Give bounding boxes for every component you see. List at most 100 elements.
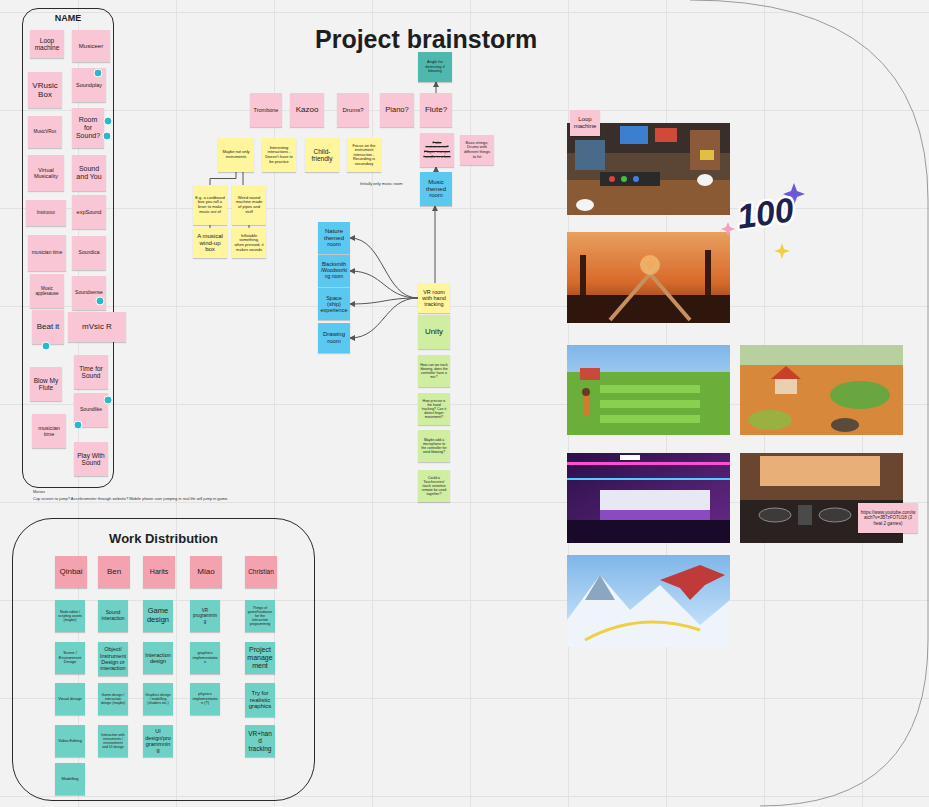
- note-text: Scene / Environment Design: [57, 651, 83, 665]
- frame-panel: Work DistributionQinbai Ben Harits Miao Chri…: [12, 518, 315, 801]
- note-text: Modelling: [61, 777, 78, 782]
- note-text: Play With Sound: [76, 452, 106, 467]
- sticky-note: Soundlike: [74, 393, 108, 427]
- note-text: Room for Sound?: [74, 116, 102, 140]
- note-text: Piano?: [385, 106, 408, 115]
- panel-heading: Work Distribution: [13, 519, 314, 546]
- sticky-note: Musiceer: [72, 30, 110, 62]
- note-text: UI design/pro grammning: [145, 728, 171, 753]
- sticky-note: Maybe not only instruments: [218, 138, 254, 172]
- note-text: Musiceer: [79, 43, 103, 50]
- sticky-note: Qinbai: [55, 556, 87, 588]
- arrow-connector: [350, 298, 418, 338]
- sticky-note: Miao: [190, 556, 222, 588]
- note-text: Interaction with instruments / environme…: [100, 733, 126, 749]
- sticky-note: musician time: [32, 414, 66, 448]
- note-text: Music applesause: [32, 286, 62, 296]
- note-text: Qinbai: [59, 567, 82, 576]
- tree-line: [243, 172, 244, 185]
- sticky-note: Visual design: [55, 683, 85, 715]
- vote-dot: [103, 132, 111, 140]
- note-text: Drums?: [342, 107, 363, 114]
- sticky-note: Christian: [245, 556, 277, 588]
- sticky-note: Trombone: [250, 93, 282, 127]
- note-text: A musical wind-up box: [195, 233, 225, 254]
- note-text: Loop machine: [32, 37, 62, 52]
- note-text: Loop machine: [572, 116, 598, 130]
- sticky-note: Maybe add a microphone to the controller…: [418, 430, 450, 462]
- note-text: Music themed room: [422, 179, 450, 200]
- note-text: Soundica: [79, 250, 100, 256]
- note-text: Object/ Instrument Design or interaction: [100, 646, 126, 671]
- note-text: Space (ship) experience: [320, 295, 348, 314]
- vote-dot: [94, 69, 102, 77]
- neon-bar-screenshot: [567, 453, 730, 543]
- sticky-note: Instruvox: [26, 200, 66, 226]
- note-text: musician time: [34, 425, 64, 438]
- arrow-connector: [435, 206, 436, 283]
- note-text: VRusic Box: [30, 81, 60, 99]
- sticky-note: Scene / Environment Design: [55, 642, 85, 674]
- note-text: Maybe add a microphone to the controller…: [420, 438, 448, 454]
- sticky-note: expSound: [72, 195, 106, 229]
- terrain-screenshot: [740, 345, 903, 435]
- note-text: Instruvox: [37, 210, 55, 215]
- vote-dot: [96, 297, 104, 305]
- sticky-note: Unity: [418, 315, 450, 349]
- dragon-flight-screenshot: [567, 555, 730, 647]
- note-text: Sound interaction: [100, 610, 126, 622]
- sticker-sparkles: [721, 183, 805, 259]
- note-text: Project manage ment: [247, 646, 273, 670]
- sticky-note: Music applesause: [30, 274, 64, 308]
- note-text: VR programming: [192, 608, 218, 624]
- note-text: Kazoo: [296, 105, 319, 114]
- note-text: Things of game/hardware for the interact…: [247, 606, 273, 626]
- note-text: MusicVRox: [34, 129, 57, 134]
- note-text: Could a Touchscreen/ touch sensitive rem…: [420, 476, 448, 496]
- vote-dot: [104, 117, 112, 125]
- note-text: Nature themed room: [320, 228, 348, 249]
- note-text: Time for Sound: [76, 365, 106, 380]
- note-text: Drawing room: [320, 331, 348, 345]
- sticky-note: musician time: [28, 235, 66, 271]
- note-text: Blow My Flute: [32, 377, 60, 392]
- sticky-note: Play With Sound: [74, 442, 108, 476]
- sticky-note: Fake instruments? Player trumpet handle …: [420, 133, 454, 167]
- note-label: Marios: [33, 490, 93, 495]
- sticky-note: physics implementation (?): [190, 683, 220, 715]
- arrow-connector: [350, 238, 418, 298]
- sticky-note: Drawing room: [318, 323, 350, 353]
- sticky-note: A musical wind-up box: [193, 228, 227, 258]
- sticky-note: Weird sound machine made of pipes and st…: [232, 185, 266, 225]
- sticky-note: Ben: [98, 556, 130, 588]
- sticky-note: Space (ship) experience: [318, 288, 350, 320]
- sticky-note: Nature themed room: [318, 222, 350, 254]
- note-text: Soundplay: [76, 82, 102, 88]
- note-text: Video Editing: [58, 739, 82, 744]
- sticky-note: How can we track blowing, does the contr…: [418, 355, 450, 387]
- sticky-note: VR room with hand tracking: [418, 283, 450, 313]
- sticky-note: Interesting interactions - Doesn't have …: [262, 138, 296, 172]
- sticky-note: Things of game/hardware for the interact…: [245, 600, 275, 632]
- note-text: E.g. a cardboard box you roll a lever to…: [195, 196, 225, 214]
- sticky-note: Sound interaction: [98, 600, 128, 632]
- vote-dot: [104, 396, 112, 404]
- note-text: VR+hand tracking: [247, 730, 273, 752]
- sticky-note: Room for Sound?: [72, 108, 104, 148]
- panel-heading: NAME: [23, 9, 113, 23]
- sticky-note: Node editor / scripting assets (maybe): [55, 600, 85, 632]
- note-text: Maybe not only instruments: [220, 150, 252, 159]
- sticky-note: Kazoo: [290, 93, 324, 127]
- sticky-note: Modelling: [55, 763, 85, 795]
- sticky-note: Video Editing: [55, 725, 85, 757]
- note-text: Unity: [425, 327, 443, 336]
- note-text: How can we track blowing, does the contr…: [420, 363, 448, 379]
- note-text: Sound and You: [74, 165, 104, 181]
- sticky-note: Flute?: [420, 93, 452, 127]
- sticky-note: Harits: [143, 556, 175, 588]
- sticky-note: https://www.youtube.com/watch?v=JB7zFO7U…: [858, 503, 918, 533]
- note-text: Node editor / scripting assets (maybe): [57, 610, 83, 622]
- note-text: Inflatable something, when pressed, it m…: [234, 234, 264, 252]
- note-text: How precise is the hand tracking? Can it…: [420, 399, 448, 419]
